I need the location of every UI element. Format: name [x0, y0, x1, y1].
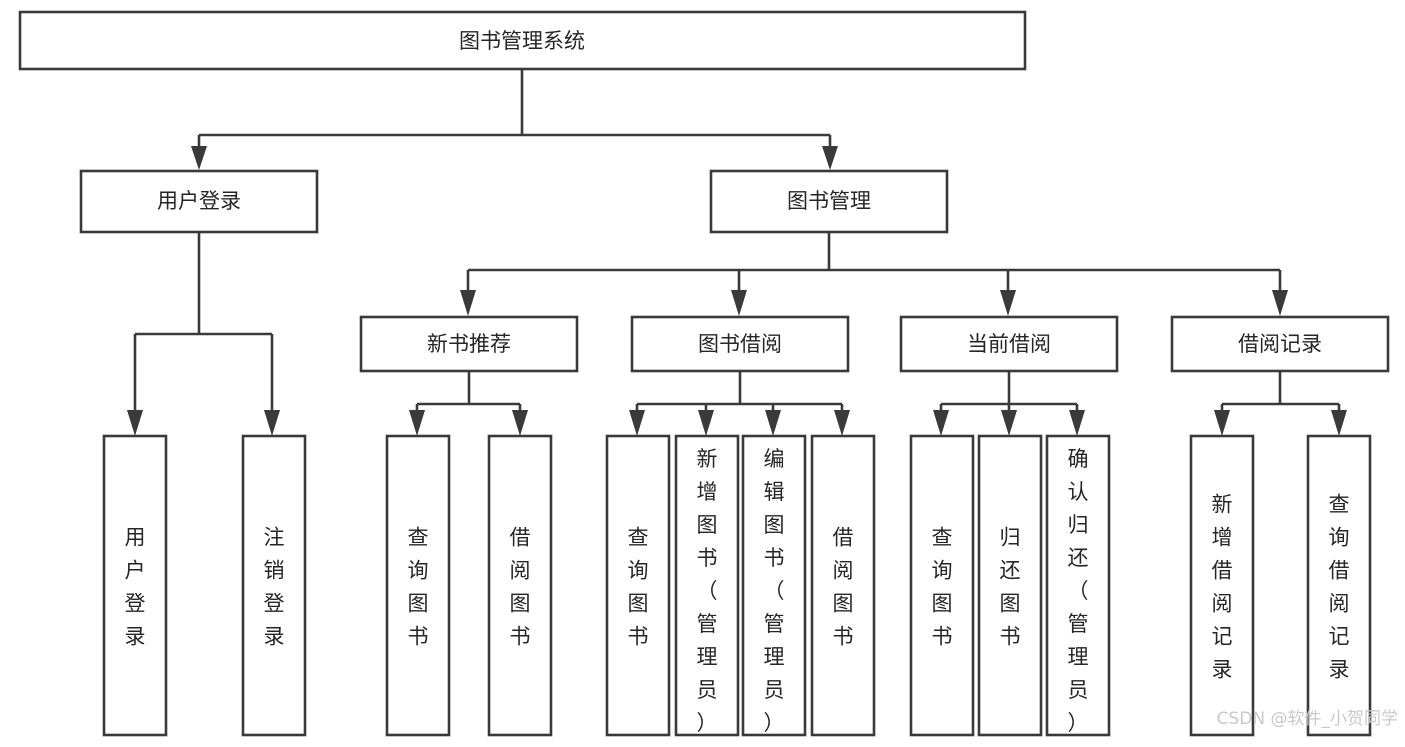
node-leaf-query-record-label: 查询借阅记录 [1329, 493, 1350, 682]
node-leaf-add-book-label: 新增图书（管理员） [697, 447, 718, 735]
node-leaf-query-book-1-box[interactable] [385, 434, 451, 737]
connector-new-book-recommend-to-leaves [409, 371, 528, 436]
node-new-book-recommend-box[interactable] [359, 315, 579, 373]
node-current-borrow[interactable]: 当前借阅 [899, 315, 1119, 373]
node-current-borrow-box[interactable] [899, 315, 1119, 373]
node-leaf-query-book-2[interactable]: 查询图书 [605, 434, 671, 737]
arrow-head-icon [1214, 410, 1230, 436]
node-leaf-edit-book-box[interactable] [741, 434, 807, 737]
node-book-management-label: 图书管理 [787, 189, 871, 213]
node-borrow-record-label: 借阅记录 [1238, 332, 1322, 356]
node-leaf-add-record-box[interactable] [1189, 434, 1255, 737]
node-leaf-add-record-label: 新增借阅记录 [1212, 493, 1233, 682]
arrow-head-icon [512, 410, 528, 436]
arrow-head-icon [264, 410, 280, 436]
node-leaf-borrow-book-1-label: 借阅图书 [510, 526, 531, 649]
node-current-borrow-label: 当前借阅 [967, 332, 1051, 356]
watermark-label: CSDN @软件_小贺同学 [1217, 709, 1398, 729]
connector-root-to-level1 [191, 69, 838, 170]
node-leaf-borrow-book-2-box[interactable] [810, 434, 876, 737]
node-root-box[interactable] [18, 10, 1027, 71]
arrow-head-icon [1001, 410, 1017, 436]
connector-borrow-record-to-leaves [1214, 371, 1347, 436]
arrow-head-icon [698, 410, 714, 436]
node-leaf-borrow-book-2[interactable]: 借阅图书 [810, 434, 876, 737]
arrow-head-icon [765, 410, 781, 436]
node-leaf-borrow-book-1[interactable]: 借阅图书 [487, 434, 553, 737]
arrow-head-icon [1069, 410, 1085, 436]
node-leaf-user-logout-box[interactable] [241, 434, 307, 737]
arrow-head-icon [1000, 290, 1016, 316]
node-leaf-query-record[interactable]: 查询借阅记录 [1306, 434, 1372, 737]
node-leaf-add-book[interactable]: 新增图书（管理员） [674, 434, 740, 737]
node-leaf-add-book-box[interactable] [674, 434, 740, 737]
connector-user-login-to-leaves [127, 232, 280, 436]
node-leaf-query-book-3-label: 查询图书 [932, 526, 953, 649]
arrow-head-icon [822, 146, 838, 170]
node-leaf-add-record[interactable]: 新增借阅记录 [1189, 434, 1255, 737]
node-leaf-query-book-1[interactable]: 查询图书 [385, 434, 451, 737]
node-leaf-user-logout-label: 注销登录 [264, 526, 285, 649]
arrow-head-icon [629, 410, 645, 436]
node-leaf-query-record-box[interactable] [1306, 434, 1372, 737]
arrow-head-icon [409, 410, 425, 436]
arrow-head-icon [731, 290, 747, 316]
arrow-head-icon [191, 146, 207, 170]
node-leaf-borrow-book-1-box[interactable] [487, 434, 553, 737]
node-leaf-edit-book-label: 编辑图书（管理员） [764, 447, 785, 735]
node-leaf-confirm-return-label: 确认归还（管理员） [1068, 447, 1089, 735]
node-leaf-confirm-return[interactable]: 确认归还（管理员） [1045, 434, 1111, 737]
node-leaf-query-book-3-box[interactable] [909, 434, 975, 737]
node-user-login[interactable]: 用户登录 [79, 169, 319, 234]
node-user-login-box[interactable] [79, 169, 319, 234]
node-leaf-user-login-label: 用户登录 [125, 526, 146, 649]
node-leaf-user-login[interactable]: 用户登录 [102, 434, 168, 737]
node-leaf-query-book-2-box[interactable] [605, 434, 671, 737]
arrow-head-icon [460, 290, 476, 316]
node-book-management[interactable]: 图书管理 [709, 169, 949, 234]
node-book-borrow-label: 图书借阅 [698, 332, 782, 356]
node-leaf-query-book-3[interactable]: 查询图书 [909, 434, 975, 737]
arrow-head-icon [834, 410, 850, 436]
connector-book-management-to-level2 [460, 232, 1288, 316]
node-leaf-return-book-box[interactable] [977, 434, 1043, 737]
node-leaf-query-book-2-label: 查询图书 [628, 526, 649, 649]
node-leaf-confirm-return-box[interactable] [1045, 434, 1111, 737]
node-leaf-user-logout[interactable]: 注销登录 [241, 434, 307, 737]
node-borrow-record[interactable]: 借阅记录 [1170, 315, 1390, 373]
node-book-borrow[interactable]: 图书借阅 [630, 315, 850, 373]
arrow-head-icon [1331, 410, 1347, 436]
node-leaf-return-book-label: 归还图书 [1000, 526, 1021, 649]
connector-current-borrow-to-leaves [933, 371, 1085, 436]
arrow-head-icon [1272, 290, 1288, 316]
node-leaf-user-login-box[interactable] [102, 434, 168, 737]
arrow-head-icon [933, 410, 949, 436]
node-new-book-recommend-label: 新书推荐 [427, 332, 511, 356]
arrow-head-icon [127, 410, 143, 436]
node-leaf-borrow-book-2-label: 借阅图书 [833, 526, 854, 649]
node-leaf-edit-book[interactable]: 编辑图书（管理员） [741, 434, 807, 737]
node-leaf-query-book-1-label: 查询图书 [408, 526, 429, 649]
node-root[interactable]: 图书管理系统 [18, 10, 1027, 71]
node-new-book-recommend[interactable]: 新书推荐 [359, 315, 579, 373]
node-root-label: 图书管理系统 [459, 29, 585, 53]
node-user-login-label: 用户登录 [157, 189, 241, 213]
node-leaf-return-book[interactable]: 归还图书 [977, 434, 1043, 737]
connector-book-borrow-to-leaves [629, 371, 850, 436]
